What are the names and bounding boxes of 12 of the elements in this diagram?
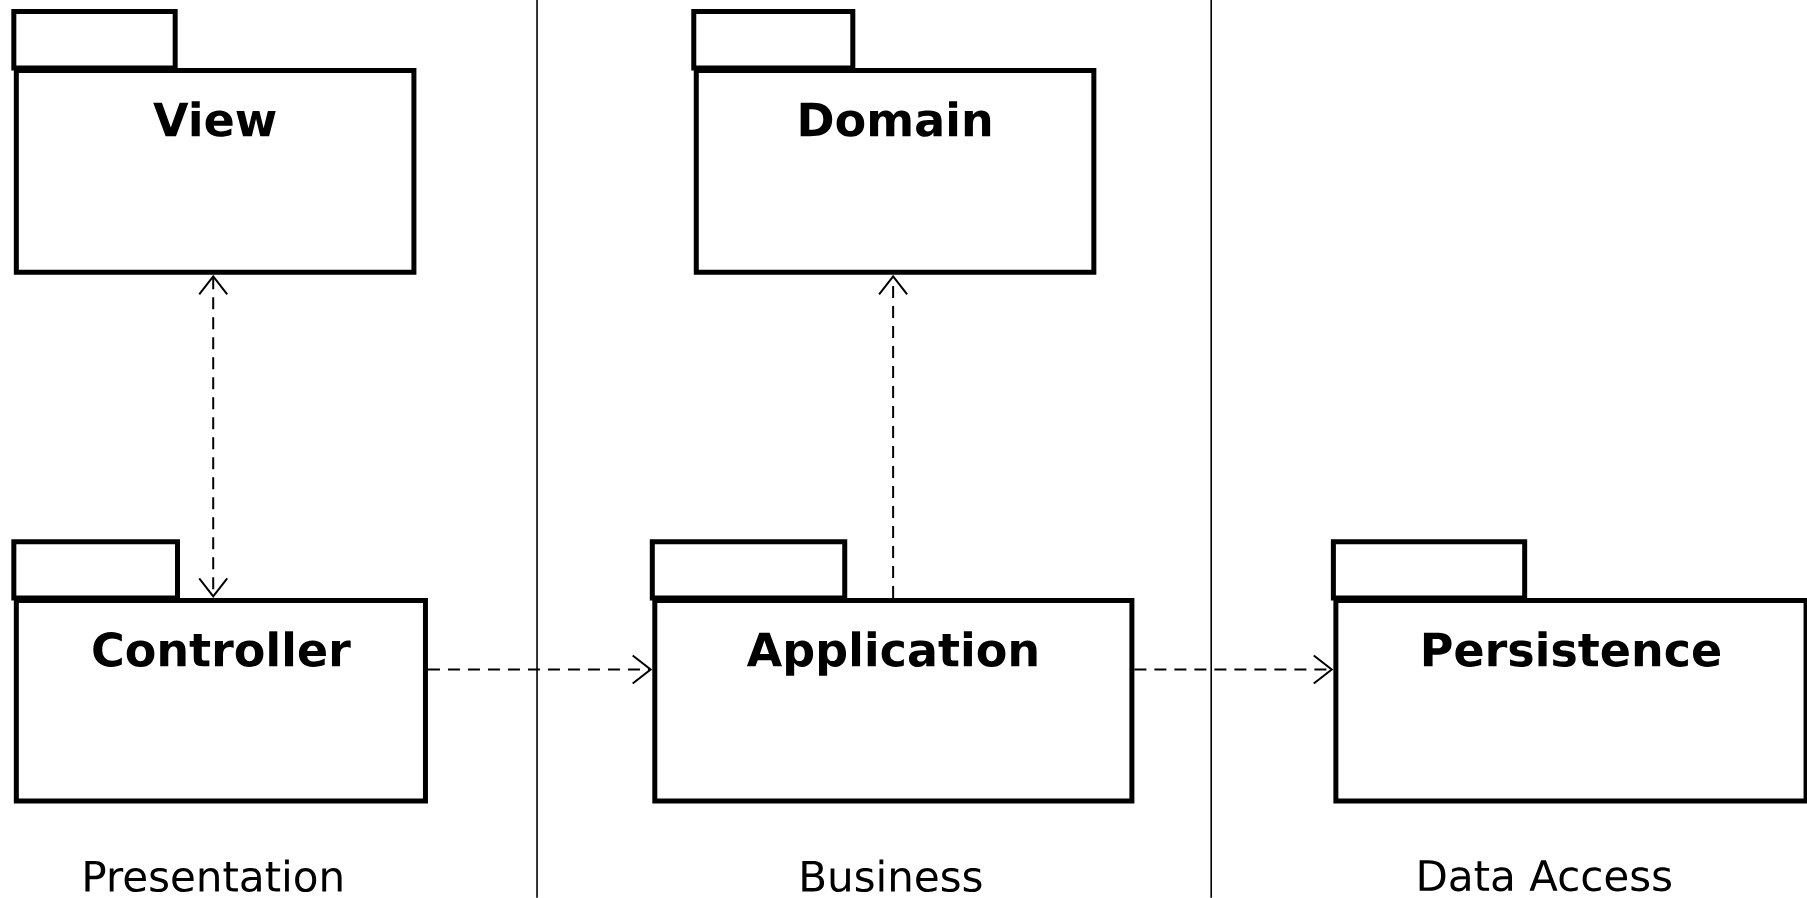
arrow: [878, 274, 909, 600]
arrow: [426, 654, 653, 685]
layer-label: Business: [802, 859, 982, 893]
package-box: Persistence: [1330, 539, 1807, 804]
package-box: View: [11, 9, 417, 275]
arrow: [1133, 654, 1334, 685]
layer-label: Presentation: [85, 859, 342, 893]
arrow: [198, 274, 229, 599]
package-box: Domain: [691, 9, 1097, 275]
package-box: Controller: [11, 539, 428, 804]
package-box: Application: [649, 539, 1135, 804]
layer-label: Data Access: [1419, 860, 1671, 892]
